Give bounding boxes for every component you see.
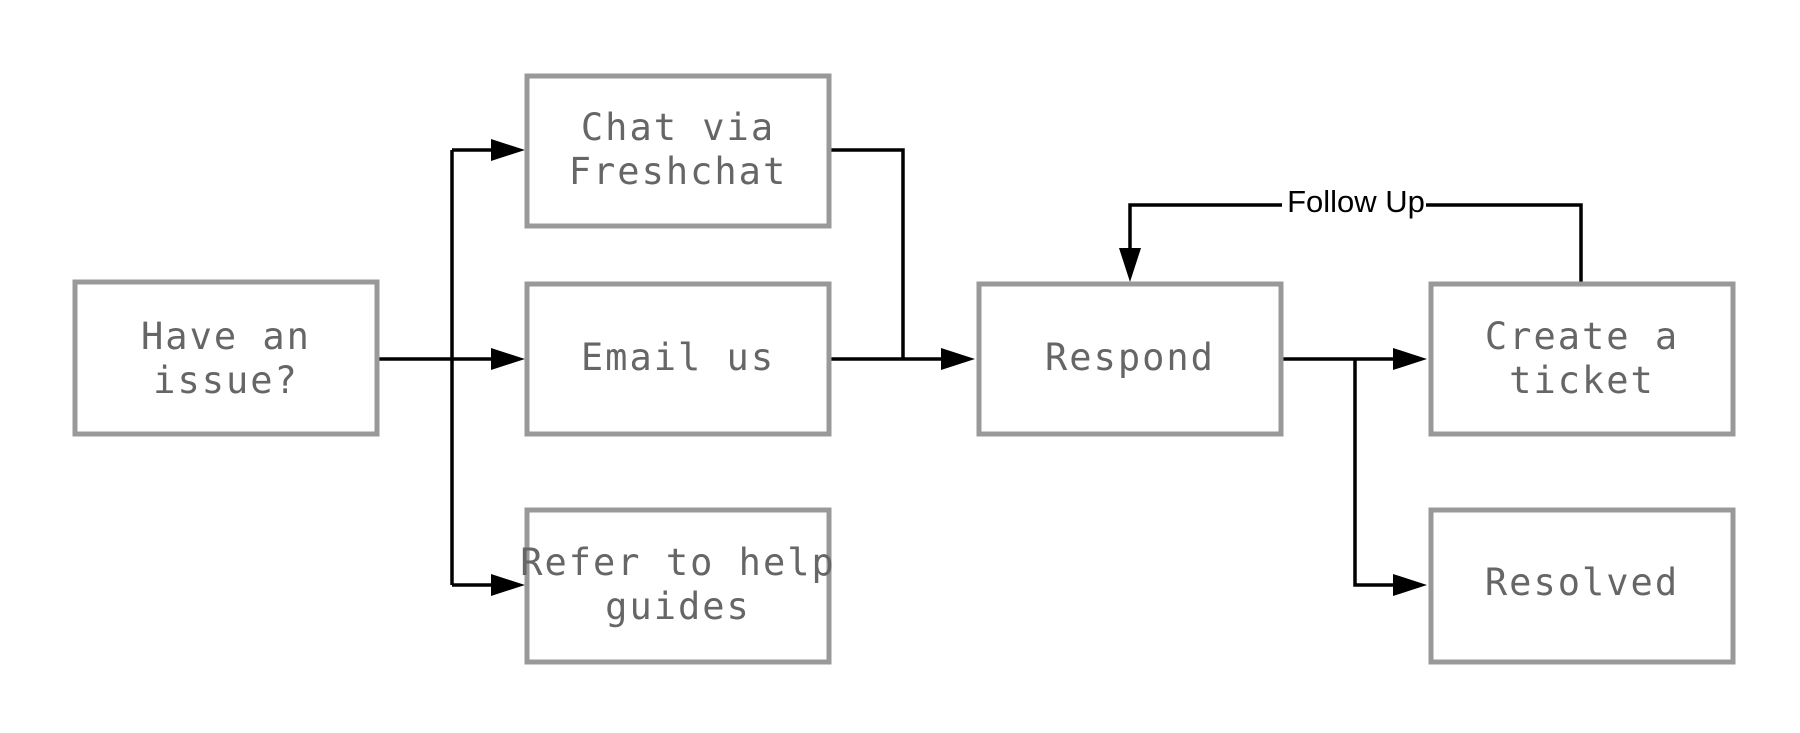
arrow-follow-up-into-respond	[1119, 248, 1141, 282]
node-label-line-1: Email us	[581, 336, 775, 379]
arrow-into-ticket	[1393, 348, 1427, 370]
node-box	[524, 281, 832, 437]
node-have-an-issue: Have an issue?	[72, 279, 380, 437]
node-label-line-1: Respond	[1045, 336, 1215, 379]
arrow-into-email	[491, 348, 525, 370]
node-label-line-2: ticket	[1509, 359, 1655, 402]
node-email-us: Email us	[524, 281, 832, 437]
arrow-into-resolved	[1393, 574, 1427, 596]
node-label-line-1: Chat via	[581, 106, 775, 149]
node-box	[524, 507, 832, 665]
arrow-into-chat	[491, 139, 525, 161]
node-label-line-2: guides	[605, 585, 751, 628]
edge-chat-to-respond	[830, 148, 905, 359]
node-box	[1428, 507, 1736, 665]
connectors: Follow Up	[378, 139, 1583, 596]
node-respond: Respond	[976, 281, 1284, 437]
node-box	[524, 73, 832, 229]
node-resolved: Resolved	[1428, 507, 1736, 665]
follow-up-label-background	[1282, 186, 1426, 224]
node-label-line-1: Refer to help	[520, 541, 836, 584]
node-box	[976, 281, 1284, 437]
node-refer-to-help-guides: Refer to help guides	[520, 507, 836, 665]
node-label-line-2: Freshchat	[569, 150, 787, 193]
node-create-a-ticket: Create a ticket	[1428, 281, 1736, 437]
follow-up-label: Follow Up	[1287, 184, 1425, 219]
node-label-line-2: issue?	[153, 359, 299, 402]
node-chat-via-freshchat: Chat via Freshchat	[524, 73, 832, 229]
node-box	[1428, 281, 1736, 437]
arrow-into-guides	[491, 574, 525, 596]
edge-respond-to-resolved	[1353, 359, 1407, 587]
node-box	[72, 279, 380, 437]
node-label-line-1: Have an	[141, 315, 311, 358]
arrow-into-respond	[941, 348, 975, 370]
node-label-line-1: Resolved	[1485, 561, 1679, 604]
node-label-line-1: Create a	[1485, 315, 1679, 358]
